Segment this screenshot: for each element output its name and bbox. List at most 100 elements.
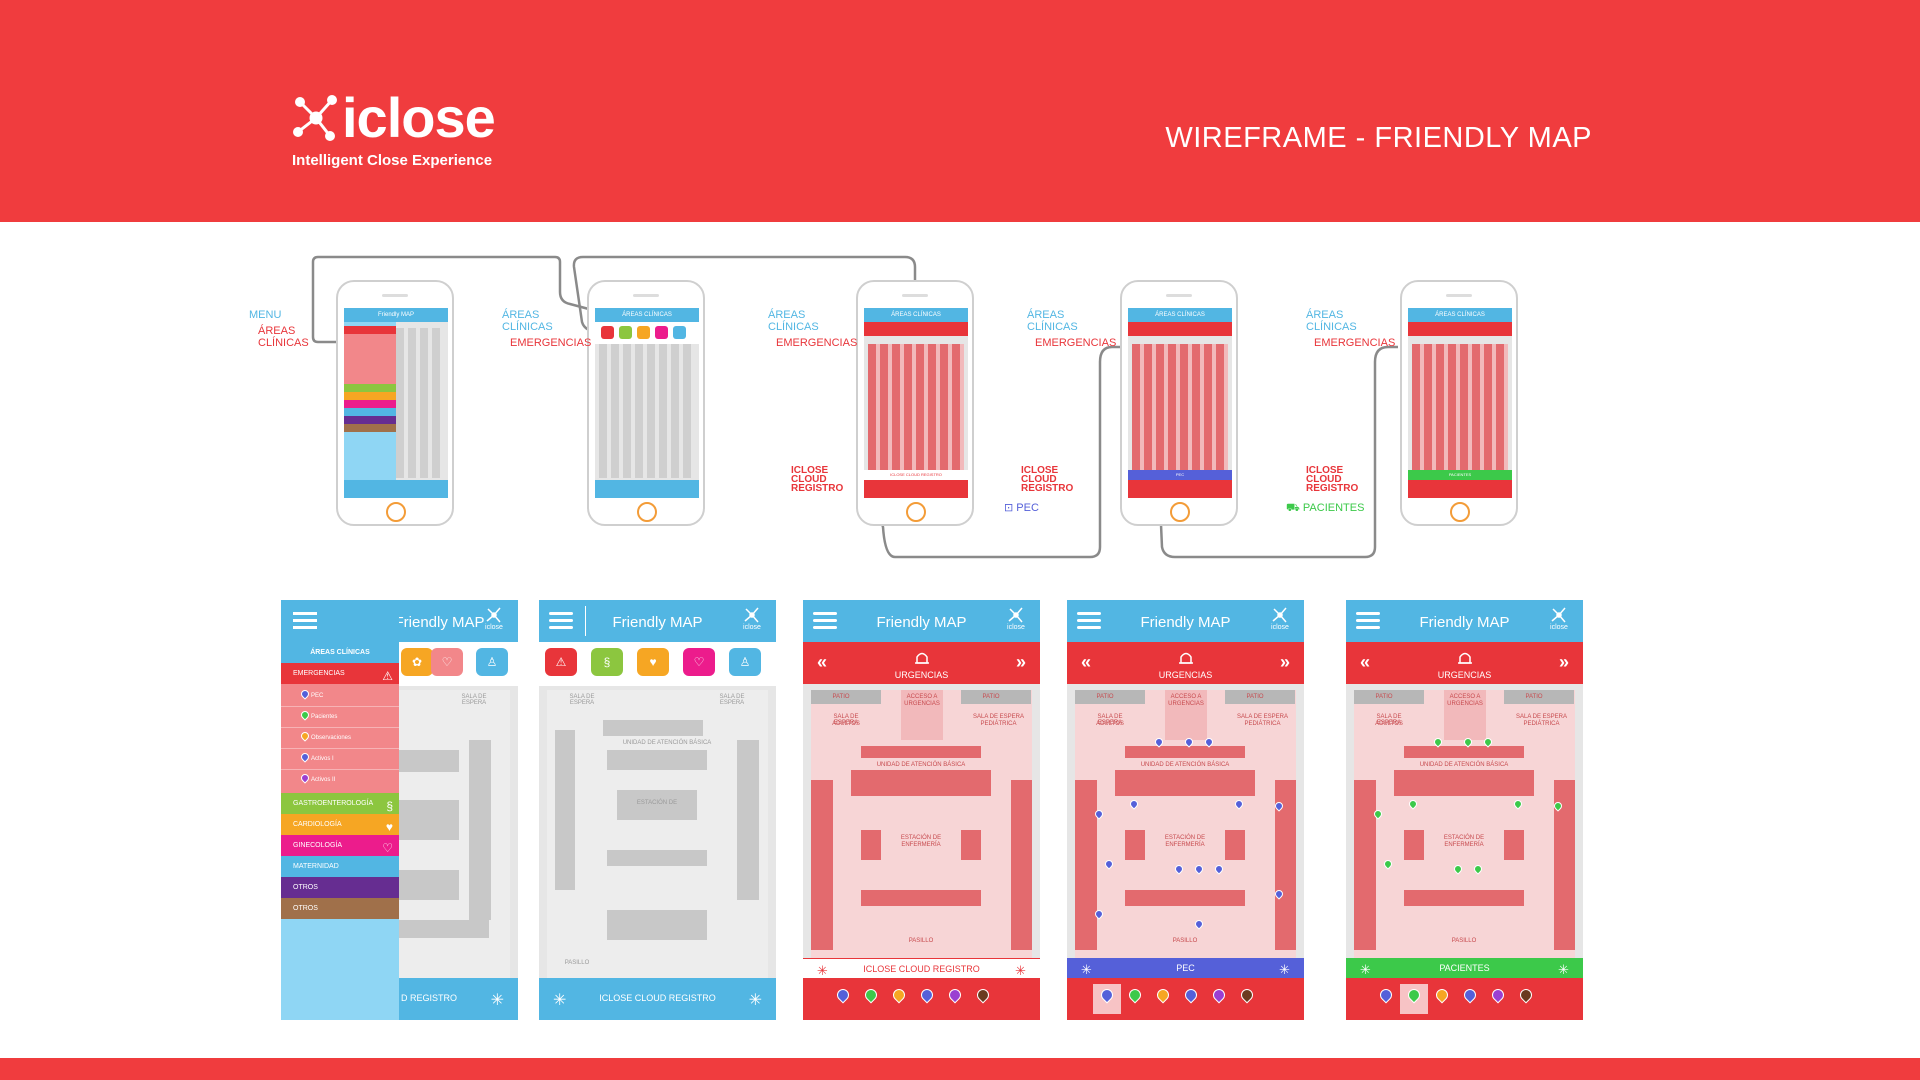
plan-label: PEDIÁTRICA [1523,721,1560,727]
drawer-item-maternidad[interactable]: MATERNIDAD [281,856,399,877]
sun-icon[interactable]: ✳ [1279,962,1290,977]
map-marker-icon[interactable] [1512,798,1524,810]
map-pin-filter-icon[interactable] [974,986,992,1004]
urgencias-label: URGENCIAS [894,670,949,680]
app-header: Friendly MAP iclose [539,600,776,642]
plan-label: ENFERMERÍA [1165,842,1205,848]
drawer-subitem[interactable]: Activos I [281,749,399,770]
drawer-item-otros[interactable]: OTROS [281,877,399,898]
drawer-item-gastro[interactable]: GASTROENTEROLOGÍA§ [281,793,399,814]
drawer-item-otros-2[interactable]: OTROS [281,898,399,919]
drawer-item-gineco[interactable]: GINECOLOGÍA♡ [281,835,399,856]
drawer-title: ÁREAS CLÍNICAS [281,642,399,663]
logo-small-text: iclose [1271,624,1289,631]
network-icon [744,607,759,623]
map-pin-filter-icon[interactable] [1433,986,1451,1004]
hamburger-icon[interactable] [813,612,837,630]
drawer-item-label: GINECOLOGÍA [293,842,343,849]
drawer-item-label: GASTROENTEROLOGÍA [293,800,374,807]
status-bar: ✳ ICLOSE CLOUD REGISTRO ✳ [803,958,1040,978]
map-marker-icon[interactable] [1472,863,1484,875]
stomach-icon[interactable]: § [591,648,623,676]
drawer-subitem[interactable]: PEC [281,686,399,707]
mini-title: ÁREAS CLÍNICAS [1408,308,1512,322]
app-title: Friendly MAP [1140,614,1231,631]
drawer-header [281,600,399,642]
logo-word: iclose [342,86,496,149]
map-marker-icon[interactable] [1452,863,1464,875]
plan-label: SALA DE ESPERA [1236,714,1289,720]
sun-icon[interactable]: ✳ [748,992,762,1009]
flow-connectors [311,255,1398,559]
map-pin-filter-icon[interactable] [1461,986,1479,1004]
plan-label: ADULTOS [1096,721,1124,727]
sun-icon[interactable]: ✳ [1360,962,1371,977]
map-pin-filter-icon[interactable] [1489,986,1507,1004]
map-marker-icon[interactable] [1103,858,1115,870]
plan-label: ESTACIÓN DE [1164,835,1206,841]
sun-icon[interactable]: ✳ [490,992,504,1009]
map-pin-filter-icon[interactable] [862,986,880,1004]
hamburger-icon[interactable] [1077,612,1101,630]
map-pin-filter-icon[interactable] [1238,986,1256,1004]
map-pin-filter-icon[interactable] [1154,986,1172,1004]
chevron-right-icon[interactable]: » [1558,652,1569,672]
map-marker-icon[interactable] [1407,798,1419,810]
sun-icon[interactable]: ✳ [1015,963,1026,978]
map-pin-filter-icon[interactable] [946,986,964,1004]
map-marker-icon[interactable] [1233,798,1245,810]
network-icon [1551,607,1566,623]
sun-icon[interactable]: ✳ [1081,962,1092,977]
map-marker-icon[interactable] [1193,863,1205,875]
hamburger-icon[interactable] [1356,612,1380,630]
screen-urgencias-pec: Friendly MAP iclose « URGENCIAS » PATIO … [1067,600,1304,1020]
drawer-subitem[interactable]: Activos II [281,770,399,791]
chevron-right-icon[interactable]: » [1015,652,1026,672]
drawer-item-label: CARDIOLOGÍA [293,821,342,828]
map-marker-icon[interactable] [1213,863,1225,875]
drawer-item-emergencias[interactable]: EMERGENCIAS⚠ [281,663,399,684]
chevron-left-icon[interactable]: « [817,652,828,672]
chevron-left-icon[interactable]: « [1360,652,1371,672]
plan-label: SALA DE ESPERA [833,714,859,726]
phone-pec: ÁREAS CLÍNICAS PEC [1120,280,1238,526]
drawer-item-cardio[interactable]: CARDIOLOGÍA♥ [281,814,399,835]
plan-label: PEDIÁTRICA [980,721,1017,727]
map-marker-icon[interactable] [1382,858,1394,870]
baby-icon[interactable]: ♙ [729,648,761,676]
area-icon[interactable]: ✿ [401,648,433,676]
map-pin-filter-icon[interactable] [1210,986,1228,1004]
map-pin-filter-icon[interactable] [890,986,908,1004]
flow-label-cloud2: CLOUD [791,474,827,485]
map-pin-filter-icon[interactable] [834,986,852,1004]
map-pin-filter-icon[interactable] [1182,986,1200,1004]
siren-icon[interactable]: ⚠ [545,648,577,676]
drawer-item-label: OTROS [293,905,318,912]
plan-label: PATIO [832,694,850,700]
map-pin-filter-icon[interactable] [1377,986,1395,1004]
hamburger-icon[interactable] [293,612,317,630]
map-marker-icon[interactable] [1173,863,1185,875]
drawer-subitem[interactable]: Pacientes [281,707,399,728]
map-pin-filter-icon[interactable] [1517,986,1535,1004]
map-marker-icon[interactable] [1193,918,1205,930]
uterus-icon[interactable]: ♡ [683,648,715,676]
chevron-right-icon[interactable]: » [1279,652,1290,672]
sun-icon[interactable]: ✳ [817,963,828,978]
pin-bar [803,978,1040,1020]
network-icon [1272,607,1287,623]
map-pin-filter-icon[interactable] [918,986,936,1004]
uterus-icon[interactable]: ♡ [431,648,463,676]
baby-icon[interactable]: ♙ [476,648,508,676]
drawer-subitem[interactable]: Observaciones [281,728,399,749]
map-pin-filter-icon[interactable] [1126,986,1144,1004]
sun-icon[interactable]: ✳ [1558,962,1569,977]
hamburger-icon[interactable] [549,612,573,630]
heart-icon[interactable]: ♥ [637,648,669,676]
sun-icon[interactable]: ✳ [553,992,567,1009]
pec-icon: ⊡ [1004,502,1017,514]
chevron-left-icon[interactable]: « [1081,652,1092,672]
map-marker-icon[interactable] [1128,798,1140,810]
plan-label: PASILLO [1451,938,1477,944]
drawer-subitem-label: Activos II [311,777,336,783]
